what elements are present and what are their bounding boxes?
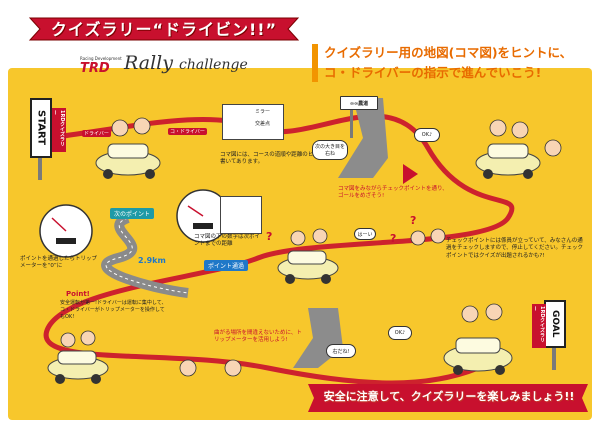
question-mark-1: ?	[266, 230, 273, 243]
logo-small-text: Racing Development	[80, 56, 122, 61]
start-sign: START	[30, 98, 52, 158]
trip-meter-description: 曲がる場所を間違えないために、トリップメーターを活用しよう!	[214, 330, 302, 344]
distance-label: 2.9km	[138, 256, 166, 265]
headline-bar	[312, 44, 318, 82]
title-banner	[28, 17, 300, 41]
footer-ribbon	[308, 384, 588, 412]
codriver-tag: コ・ドライバー	[168, 128, 207, 135]
logo-script: Rally challenge	[124, 52, 248, 74]
illustration-field	[8, 68, 592, 420]
junction-road-top	[338, 98, 388, 178]
start-pole-text: 1RDクイズラリー	[52, 110, 65, 147]
car-goal	[443, 337, 513, 375]
speech-bubble-ok-2: OK♪	[388, 326, 412, 340]
goal-sign-text: GOAL	[550, 310, 560, 338]
koma-sheet-label-a: ミラー	[255, 109, 271, 115]
start-sign-text: START	[35, 110, 47, 146]
logo-brand: TRD	[80, 61, 110, 76]
koma-map-sheet-1: ミラー 交差点	[222, 104, 284, 140]
speech-bubble-right: 右だね!	[326, 344, 356, 358]
next-point-label: 次のポイント	[110, 208, 155, 219]
point-pass-label: ポイント通過	[204, 260, 249, 271]
checkpoint-staff-description: チェックポイントには係員が立っていて、みなさんの通過をチェックしますので、停止し…	[446, 238, 583, 259]
headline-line-1: クイズラリー用の地図(コマ図)をヒントに、	[324, 45, 573, 60]
koma-map-sheet-2	[220, 196, 262, 234]
headline-line-2: コ・ドライバーの指示で進んでいこう!	[324, 65, 542, 80]
point-text: 安全運転が第一!ドライバーは運転に集中して、コ・ドライバーがトリップメーターを操…	[60, 300, 167, 320]
footer-text: 安全に注意して、クイズラリーを楽しみましょう!!	[323, 390, 575, 403]
koma-sheet-label-b: 交差点	[255, 121, 271, 127]
route-path	[43, 113, 515, 386]
car-start	[95, 143, 161, 179]
koma-lower-description: コマ図の下の数字は次ポイントまでの距離	[194, 234, 261, 248]
koma-map-description: コマ図には、コースの道順や距離のヒントが書いてあります。	[220, 152, 330, 166]
road-sign: ∞∞農道	[340, 96, 378, 110]
question-mark-3: ?	[390, 232, 397, 245]
speedometer-left	[39, 204, 93, 258]
meter-description: ポイントを通過したらトリップメーターを“0”に	[20, 256, 98, 270]
question-mark-2: ?	[410, 214, 417, 227]
point-title: Point!	[66, 290, 90, 298]
speech-bubble-ok-1: OK♪	[414, 128, 440, 142]
speech-bubble-hai: はーい	[354, 228, 376, 240]
goal-pole-text: 1RDクイズラリー	[532, 306, 545, 343]
banner-title: クイズラリー“ドライビン!!”	[50, 20, 278, 39]
route-graphics	[39, 98, 588, 412]
checkpoint-route-description: コマ図をみながらチェックポイントを通り、ゴールをめざそう!	[338, 186, 448, 200]
logo-script-small: challenge	[179, 57, 248, 73]
car-right	[475, 143, 541, 179]
goal-pole-banner: 1RDクイズラリー	[532, 304, 546, 348]
car-middle	[277, 250, 339, 284]
headline: クイズラリー用の地図(コマ図)をヒントに、 コ・ドライバーの指示で進んでいこう!	[312, 40, 594, 86]
trd-logo: Racing Development TRD Rally challenge	[80, 52, 280, 78]
car-lower-left	[47, 350, 109, 384]
goal-sign: GOAL	[544, 300, 566, 348]
people	[60, 117, 562, 377]
speech-bubble-next-turn: 次の大き目を右ね	[312, 140, 348, 160]
driver-tag: ドライバー	[82, 130, 111, 137]
logo-script-main: Rally	[124, 52, 173, 74]
start-pole-banner: 1RDクイズラリー	[52, 108, 66, 152]
